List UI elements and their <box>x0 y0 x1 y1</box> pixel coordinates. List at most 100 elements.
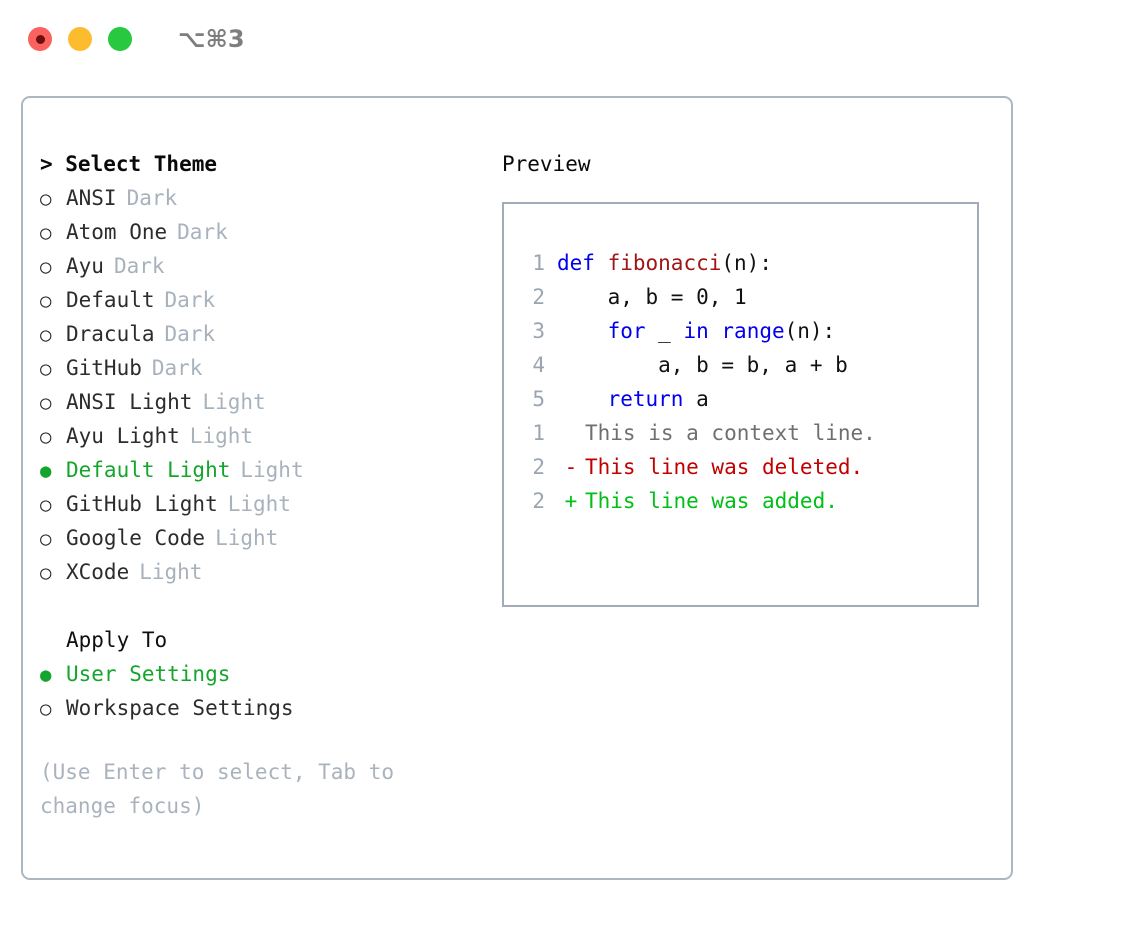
code-text: for _ in range(n): <box>557 314 836 348</box>
theme-name: GitHub Light <box>66 492 218 516</box>
radio-selected-icon: ● <box>40 664 52 686</box>
apply-to-label: User Settings <box>66 662 231 686</box>
close-button-icon[interactable] <box>28 27 52 51</box>
theme-name: XCode <box>66 560 130 584</box>
diff-text: This line was deleted. <box>585 455 864 479</box>
keyboard-shortcut-label: ⌥⌘3 <box>178 25 245 53</box>
theme-variant-badge: Dark <box>177 220 228 244</box>
theme-list-item[interactable]: ○ Atom One Dark <box>40 215 480 249</box>
theme-name: Ayu Light <box>66 424 180 448</box>
code-token: (n): <box>721 251 772 275</box>
apply-to-option[interactable]: ○Workspace Settings <box>40 691 480 725</box>
radio-selected-icon: ● <box>40 460 52 482</box>
code-line: 2 a, b = 0, 1 <box>519 280 971 314</box>
line-number: 1 <box>532 251 545 275</box>
code-token <box>557 387 608 411</box>
theme-name: Default <box>66 288 155 312</box>
theme-variant-badge: Light <box>202 390 266 414</box>
radio-unselected-icon: ○ <box>40 290 52 312</box>
line-number: 2 <box>532 489 545 513</box>
code-text: a, b = b, a + b <box>557 348 848 382</box>
code-token: range <box>721 319 785 343</box>
code-token: return <box>607 387 684 411</box>
code-line: 5 return a <box>519 382 971 416</box>
select-theme-header: > Select Theme <box>40 152 218 176</box>
preview-title: Preview <box>502 152 591 176</box>
line-number: 5 <box>532 387 545 411</box>
line-number: 4 <box>532 353 545 377</box>
theme-variant-badge: Light <box>189 424 254 448</box>
code-text: a, b = 0, 1 <box>557 280 747 314</box>
apply-to-label: Workspace Settings <box>66 696 294 720</box>
theme-name: Default Light <box>66 458 231 482</box>
theme-name: Dracula <box>66 322 155 346</box>
theme-list-item[interactable]: ● Default Light Light <box>40 453 480 487</box>
apply-to-bullet-placeholder: ○ <box>40 624 66 658</box>
code-token: in <box>683 319 709 343</box>
diff-line: 2-This line was deleted. <box>519 450 971 484</box>
code-token: (n): <box>784 319 836 343</box>
radio-unselected-icon: ○ <box>40 392 52 414</box>
radio-unselected-icon: ○ <box>40 324 52 346</box>
code-line: 3 for _ in range(n): <box>519 314 971 348</box>
theme-variant-badge: Dark <box>126 186 178 210</box>
line-number: 1 <box>532 421 545 445</box>
theme-variant-badge: Dark <box>151 356 203 380</box>
apply-to-list: ● User Settings ○Workspace Settings <box>40 657 480 725</box>
title-bar: ⌥⌘3 <box>0 0 1140 78</box>
code-token <box>557 319 608 343</box>
code-token: a <box>683 387 709 411</box>
radio-unselected-icon: ○ <box>40 528 52 550</box>
theme-variant-badge: Dark <box>164 322 216 346</box>
code-token: _ <box>645 319 684 343</box>
theme-variant-badge: Light <box>215 526 279 550</box>
theme-name: Google Code <box>66 526 206 550</box>
keyboard-hint: (Use Enter to select, Tab to change focu… <box>40 760 395 818</box>
theme-name: Atom One <box>66 220 168 244</box>
radio-unselected-icon: ○ <box>40 426 52 448</box>
window-controls <box>28 27 132 51</box>
radio-unselected-icon: ○ <box>40 222 52 244</box>
code-text: return a <box>557 382 709 416</box>
line-number: 2 <box>532 285 545 309</box>
code-text: def fibonacci(n): <box>557 246 772 280</box>
theme-list-item[interactable]: ○ Dracula Dark <box>40 317 480 351</box>
theme-list-item[interactable]: ○ XCode Light <box>40 555 480 589</box>
theme-variant-badge: Light <box>240 458 304 482</box>
theme-list-item[interactable]: ○ ANSI Light Light <box>40 385 480 419</box>
code-line: 1 def fibonacci(n): <box>519 246 971 280</box>
diff-line: 2+This line was added. <box>519 484 971 518</box>
theme-variant-badge: Light <box>139 560 203 584</box>
diff-text: This line was added. <box>585 489 838 513</box>
apply-to-header-row: ○ Apply To <box>40 623 480 657</box>
theme-variant-badge: Dark <box>113 254 165 278</box>
diff-marker: - <box>564 455 578 479</box>
code-token: def <box>557 251 595 275</box>
radio-unselected-icon: ○ <box>40 562 52 584</box>
zoom-button-icon[interactable] <box>108 27 132 51</box>
theme-name: ANSI Light <box>66 390 193 414</box>
minimize-button-icon[interactable] <box>68 27 92 51</box>
theme-name: GitHub <box>66 356 142 380</box>
diff-text: This is a context line. <box>585 421 876 445</box>
radio-unselected-icon: ○ <box>40 188 52 210</box>
radio-unselected-icon: ○ <box>40 494 52 516</box>
code-line: 4 a, b = b, a + b <box>519 348 971 382</box>
theme-list-item[interactable]: ○ Ayu Light Light <box>40 419 480 453</box>
code-token <box>709 319 722 343</box>
line-number: 3 <box>532 319 545 343</box>
theme-list-item[interactable]: ○ Google Code Light <box>40 521 480 555</box>
apply-to-option[interactable]: ● User Settings <box>40 657 480 691</box>
